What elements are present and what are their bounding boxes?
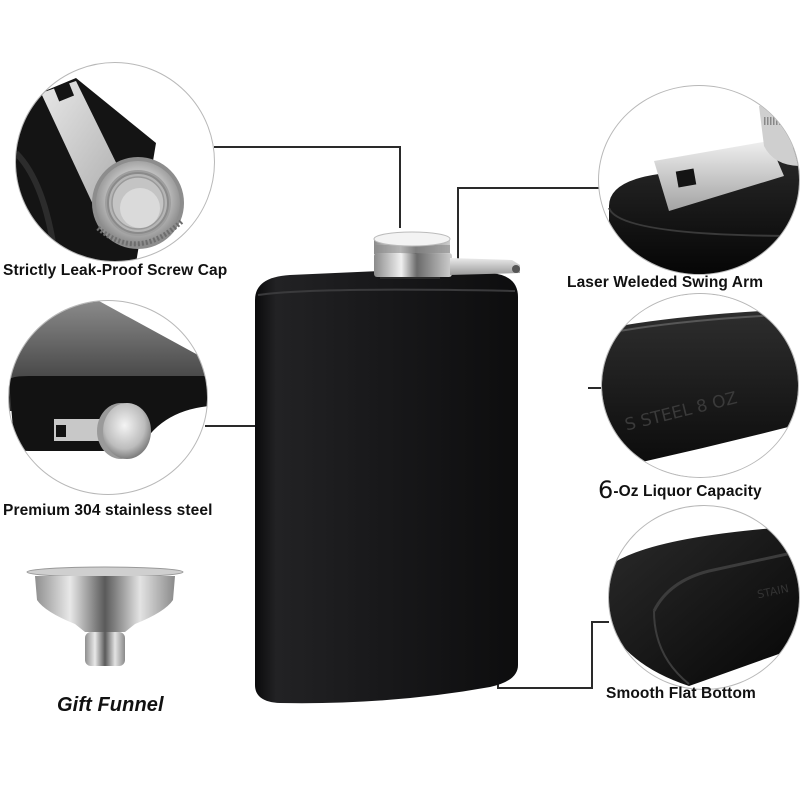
bottom-engraving-text: STAIN [756, 582, 790, 601]
label-gift-funnel: Gift Funnel [57, 694, 164, 716]
detail-circle-stainless-steel [8, 300, 208, 495]
flask-illustration [255, 231, 520, 704]
label-capacity: 6-Oz Liquor Capacity [598, 476, 762, 504]
detail-circle-flat-bottom: STAIN [608, 505, 800, 690]
connector-bottom-v [591, 621, 593, 689]
capacity-engraving-illustration: S STEEL 8 OZ [602, 294, 798, 477]
label-swing-arm: Laser Weleded Swing Arm [567, 274, 764, 291]
stainless-steel-cap-illustration [9, 301, 207, 459]
label-screw-cap: Strictly Leak-Proof Screw Cap [3, 262, 228, 279]
connector-swing-arm-v [457, 187, 459, 262]
flask [250, 225, 525, 710]
connector-stainless-h [205, 425, 255, 427]
detail-circle-screw-cap [15, 62, 215, 262]
connector-bottom-h2 [591, 621, 609, 623]
label-flat-bottom: Smooth Flat Bottom [606, 685, 756, 702]
detail-circle-swing-arm [598, 85, 800, 275]
flat-bottom-illustration: STAIN [609, 526, 799, 686]
funnel-illustration [26, 566, 184, 666]
label-capacity-text: -Oz Liquor Capacity [613, 483, 762, 500]
connector-bottom-h1 [498, 687, 593, 689]
connector-screw-cap-h [214, 146, 401, 148]
swing-arm-illustration [608, 104, 799, 274]
connector-screw-cap-v [399, 146, 401, 228]
gift-funnel [25, 562, 185, 674]
connector-capacity-h [588, 387, 602, 389]
screw-cap-threads-illustration [16, 78, 184, 261]
connector-bottom-tick [497, 681, 499, 689]
label-capacity-number: 6 [598, 476, 614, 504]
connector-swing-arm-h [457, 187, 599, 189]
label-stainless-steel: Premium 304 stainless steel [3, 502, 213, 519]
detail-circle-capacity: S STEEL 8 OZ [601, 293, 799, 478]
